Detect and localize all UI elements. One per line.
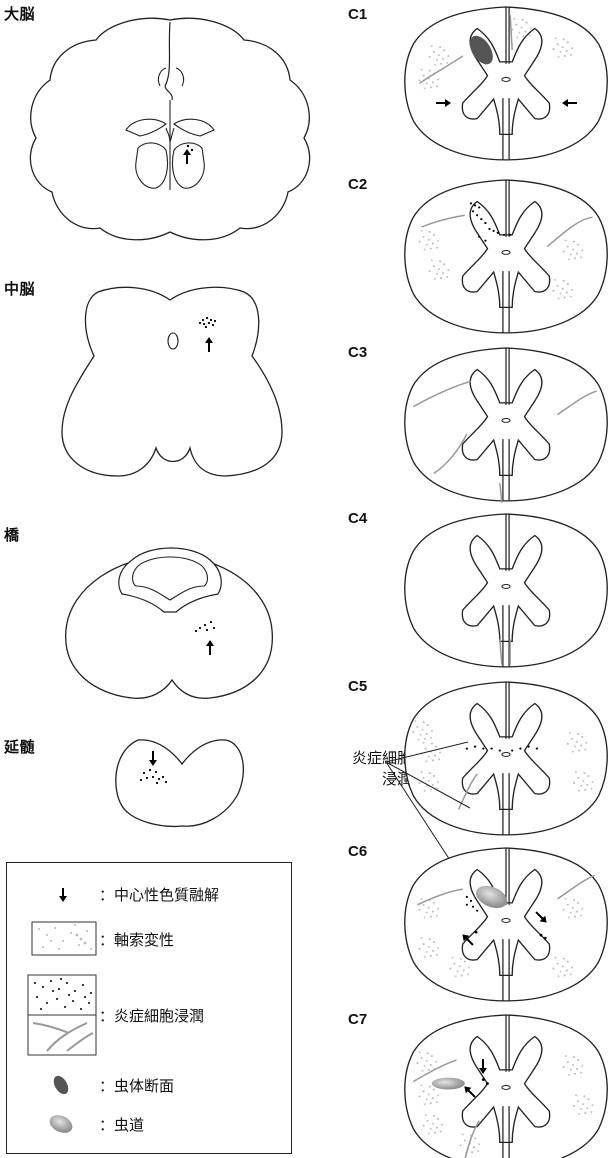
- cord-c4: [405, 514, 607, 667]
- medulla-section: [116, 740, 244, 827]
- legend-worm-section: ：虫体断面: [99, 1075, 174, 1096]
- midbrain-section: [62, 287, 282, 476]
- dots-pattern-icon: [28, 975, 96, 1015]
- legend-inflammatory-infiltration: ：炎症細胞浸潤: [99, 1005, 204, 1026]
- cerebrum-section: [30, 18, 309, 240]
- pons-section: [66, 548, 273, 698]
- cord-c7: [405, 1015, 607, 1158]
- worm-section-icon: [51, 1073, 71, 1096]
- cord-c2: [405, 180, 607, 333]
- streaks-pattern-icon: [28, 1015, 96, 1055]
- cord-c6: [405, 848, 607, 1001]
- worm-tract-icon: [47, 1112, 76, 1137]
- legend-box: ：中心性色質融解 ：軸索変性 ：炎症細胞浸潤 ：虫体断面 ：虫道: [6, 862, 292, 1154]
- arrow-symbol-icon: [59, 888, 67, 902]
- stipple-pattern-icon: [32, 922, 96, 955]
- legend-central-chromatolysis: ：中心性色質融解: [99, 884, 219, 905]
- legend-axon-degeneration: ：軸索変性: [99, 929, 174, 950]
- cord-c1: [405, 7, 607, 160]
- cord-c3: [405, 348, 607, 503]
- legend-worm-tract: ：虫道: [99, 1114, 144, 1135]
- cord-c5: [405, 682, 607, 835]
